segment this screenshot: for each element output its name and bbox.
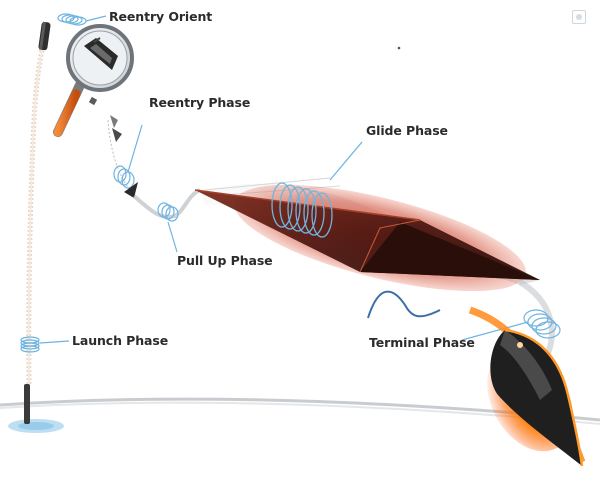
speck [397,46,401,50]
glide-phase-coil [271,141,363,238]
launch-phase-coil [20,336,70,353]
reentry-orient-coil [57,13,107,26]
image-placeholder-icon [572,10,586,24]
glide-phase-label: Glide Phase [366,123,448,138]
terminal-phase-label: Terminal Phase [369,335,475,350]
terminal-phase-coil [461,309,561,341]
reentry-orient-label: Reentry Orient [109,9,213,24]
launch-pad-icon [8,384,64,433]
reentry-phase-coil [113,124,143,189]
reentry-phase-label: Reentry Phase [149,95,251,110]
reentry-glider-icon [124,182,138,198]
terminal-warhead-icon [490,328,584,467]
stage-separation-fragments [88,96,122,142]
launch-ascent-trail [26,39,47,385]
pullup-phase-coil [157,202,179,253]
terminal-sketch-trajectory [367,290,441,319]
launch-phase-label: Launch Phase [72,333,169,348]
magnifier-icon [53,24,134,137]
pullup-phase-label: Pull Up Phase [177,253,273,268]
booster-stage-icon [38,21,51,51]
